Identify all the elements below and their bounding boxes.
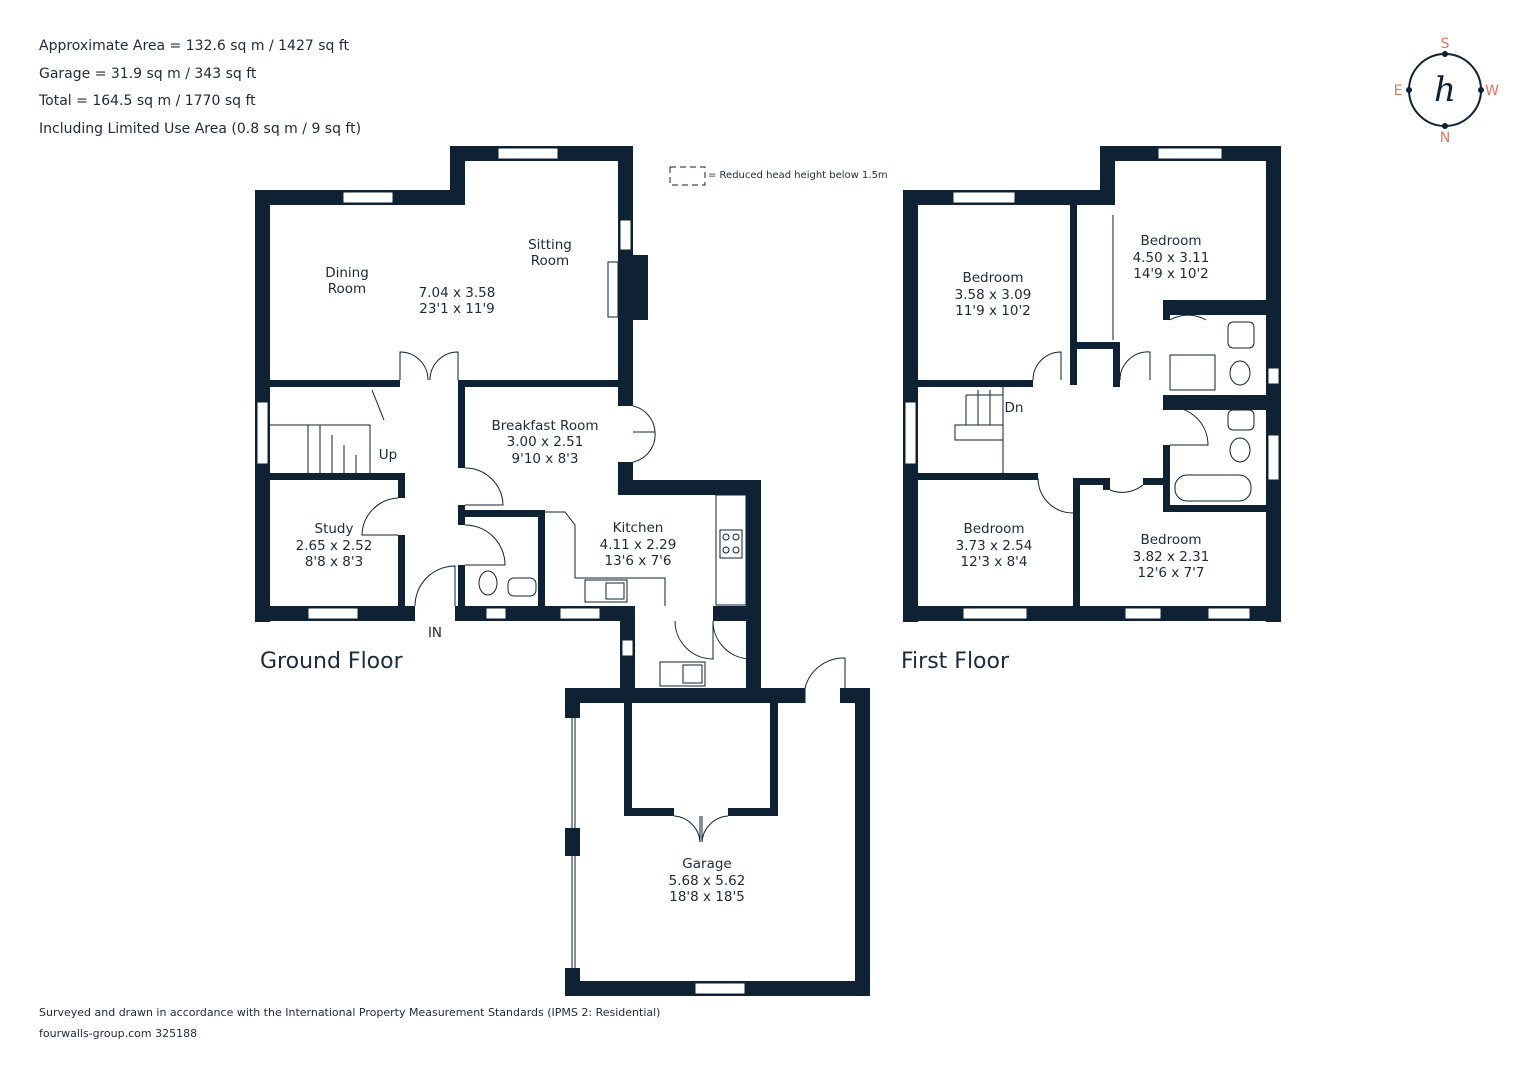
living-dims-metric: 7.04 x 3.58	[419, 285, 496, 301]
sitting-room-label: Sitting	[528, 237, 572, 253]
ground-floor-fixtures	[270, 261, 846, 843]
compass-logo: h S E W N	[1394, 36, 1500, 146]
ground-floor-title: Ground Floor	[260, 649, 404, 674]
garage-label: Garage	[682, 856, 731, 872]
total-area: Total = 164.5 sq m / 1770 sq ft	[39, 93, 256, 109]
ground-floor-labels: Dining Room Sitting Room 7.04 x 3.58 23'…	[260, 237, 745, 905]
study-label: Study	[315, 521, 354, 537]
bedroom-4-dims-metric: 3.82 x 2.31	[1133, 549, 1210, 565]
study-dims-metric: 2.65 x 2.52	[296, 538, 373, 554]
stairs-down-label: Dn	[1005, 400, 1024, 416]
kitchen-dims-imperial: 13'6 x 7'6	[605, 553, 672, 569]
breakfast-dims-imperial: 9'10 x 8'3	[512, 451, 579, 467]
compass-east: E	[1394, 83, 1403, 99]
first-floor-fixtures	[954, 215, 1255, 514]
first-floor-title: First Floor	[901, 649, 1010, 674]
limited-use-area: Including Limited Use Area (0.8 sq m / 9…	[39, 121, 362, 137]
bedroom-1-dims-imperial: 11'9 x 10'2	[955, 303, 1031, 319]
kitchen-label: Kitchen	[613, 520, 664, 536]
bedroom-2-dims-metric: 4.50 x 3.11	[1133, 250, 1210, 266]
living-dims-imperial: 23'1 x 11'9	[419, 301, 495, 317]
approximate-area: Approximate Area = 132.6 sq m / 1427 sq …	[39, 38, 350, 54]
logo-glyph: h	[1434, 70, 1456, 110]
first-floor-labels: Bedroom 3.58 x 3.09 11'9 x 10'2 Bedroom …	[901, 233, 1209, 674]
dining-room-label-2: Room	[328, 281, 366, 297]
entrance-label: IN	[428, 625, 442, 641]
bedroom-1-dims-metric: 3.58 x 3.09	[955, 287, 1032, 303]
breakfast-dims-metric: 3.00 x 2.51	[507, 434, 584, 450]
first-floor-windows	[904, 147, 1280, 620]
compass-west: W	[1485, 83, 1499, 99]
compass-south: S	[1441, 36, 1450, 52]
bedroom-2-dims-imperial: 14'9 x 10'2	[1133, 266, 1209, 282]
garage-dims-metric: 5.68 x 5.62	[669, 873, 746, 889]
sitting-room-label-2: Room	[531, 253, 569, 269]
bedroom-1-label: Bedroom	[962, 270, 1023, 286]
compass-north: N	[1440, 130, 1450, 146]
legend-text: = Reduced head height below 1.5m	[708, 170, 888, 181]
bedroom-4-label: Bedroom	[1140, 532, 1201, 548]
survey-note: Surveyed and drawn in accordance with th…	[39, 1006, 661, 1019]
stairs-up-label: Up	[379, 447, 397, 463]
study-dims-imperial: 8'8 x 8'3	[305, 554, 363, 570]
legend-swatch	[669, 166, 706, 186]
garage-dims-imperial: 18'8 x 18'5	[669, 889, 745, 905]
ground-floor-walls	[255, 146, 870, 996]
bedroom-2-label: Bedroom	[1140, 233, 1201, 249]
ground-floor-windows	[256, 147, 746, 995]
kitchen-dims-metric: 4.11 x 2.29	[600, 537, 677, 553]
garage-area: Garage = 31.9 sq m / 343 sq ft	[39, 66, 257, 82]
bedroom-3-dims-metric: 3.73 x 2.54	[956, 538, 1033, 554]
bedroom-3-dims-imperial: 12'3 x 8'4	[961, 554, 1028, 570]
breakfast-room-label: Breakfast Room	[492, 418, 599, 434]
dining-room-label: Dining	[325, 265, 369, 281]
bedroom-3-label: Bedroom	[963, 521, 1024, 537]
reference-note: fourwalls-group.com 325188	[39, 1027, 198, 1040]
bedroom-4-dims-imperial: 12'6 x 7'7	[1138, 565, 1205, 581]
